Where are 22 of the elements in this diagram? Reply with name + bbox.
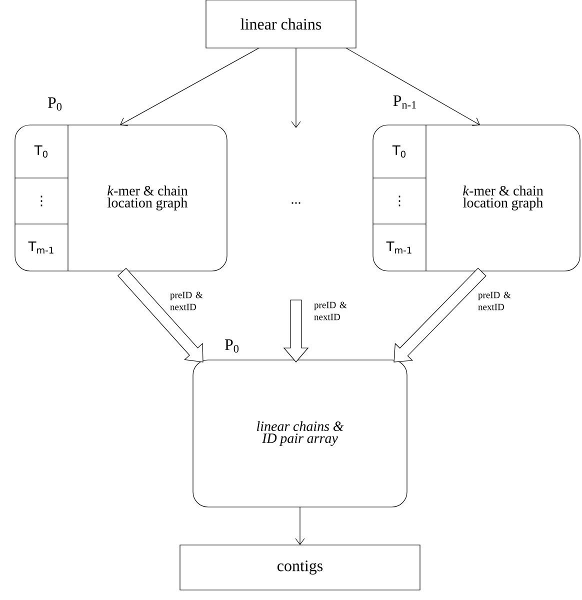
ellipsis: ... [292, 202, 300, 204]
thread-cell: T$_{m-1}$ [28, 242, 54, 254]
thread-cell: T$_{m-1}$ [386, 242, 412, 254]
block-arrow [283, 300, 309, 362]
edge-label: preID & nextID [170, 292, 203, 310]
thread-cell: T$_{0}$ [392, 145, 406, 158]
node-label: P$_{0}$ [48, 97, 62, 111]
thread-cell: T$_{0}$ [34, 145, 48, 158]
node-label: P$_{n-1}$ [393, 95, 416, 109]
thread-cell: ⋮ [398, 196, 400, 206]
node-label: P$_{0}$ [224, 339, 239, 353]
arrow [295, 506, 305, 546]
process-box: contigs [180, 544, 420, 590]
block-arrow [394, 268, 486, 362]
process-box: linear chains [206, 0, 356, 48]
arrow [120, 48, 260, 126]
edge-label: preID & nextID [478, 292, 511, 310]
edge-label: preID & nextID [314, 302, 347, 320]
thread-cell: ⋮ [40, 196, 42, 206]
rounded-box: linear chains & ID pair array P$_{0}$ [192, 339, 408, 508]
arrow [291, 48, 301, 128]
arrow [346, 48, 480, 126]
